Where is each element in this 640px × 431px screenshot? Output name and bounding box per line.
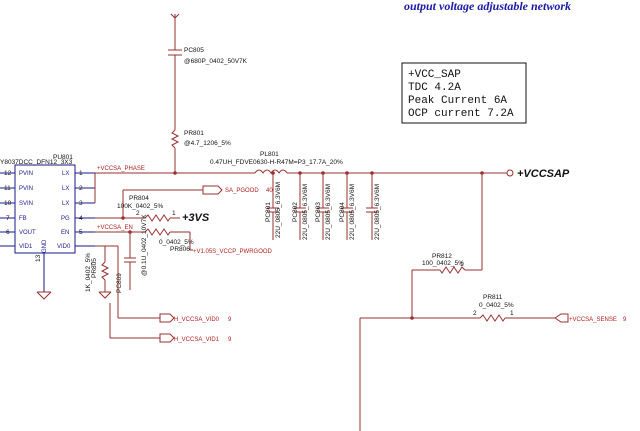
- pc809-value: @0.1U_0402_10V7K: [141, 214, 148, 276]
- pr805-ground-icon: [98, 291, 112, 299]
- vccsa-sense-label: +VCCSA_SENSE: [569, 317, 617, 323]
- vid0-port-icon: [159, 313, 175, 323]
- pl801-ref: PL801: [260, 151, 279, 158]
- pin-name-pvin-1: PVIN: [19, 171, 33, 177]
- vccsap-connector-icon: [506, 169, 514, 177]
- pr811-pin-2: 2: [473, 310, 477, 317]
- pin-name-fb: FB: [19, 216, 27, 222]
- pin-name-vout: VOUT: [19, 230, 36, 236]
- vccsa-spec-note: +VCC_SAP TDC 4.2A Peak Current 6A OCP cu…: [401, 62, 527, 124]
- pin-name-en: EN: [61, 230, 69, 236]
- ic-ground-icon: [36, 291, 52, 300]
- vid1-port-icon: [159, 333, 175, 343]
- cap-value-pc803: 22U_0805_6.3V6M: [325, 184, 332, 240]
- cap-pc803: PC803 22U_0805_6.3V6M: [315, 171, 332, 240]
- pin-name-pg: PG: [61, 216, 70, 222]
- top-arrow-icon: [170, 13, 180, 19]
- ic-ref: PU801: [53, 154, 73, 161]
- vccsap-label: +VCCSAP: [517, 168, 570, 180]
- cap-ref-pc804: PC804: [339, 202, 346, 222]
- pr806-resistor: [144, 228, 171, 236]
- cap-pc804: PC804 22U_0805_6.3V6M: [339, 171, 356, 240]
- ic-part: Y8037DCC_DFN12_3X3: [0, 159, 73, 166]
- cap-pc801: PC801 22U_0805_6.3V6M: [265, 171, 282, 240]
- cap-value-pc804: 22U_0805_6.3V6M: [349, 184, 356, 240]
- pl801-inductor: PL801 0.47UH_FDVE0630-H-R47M=P3_17.7A_20…: [210, 151, 343, 174]
- cap-ref-pc802: PC802: [292, 202, 299, 222]
- vccsa-sense-port-icon: [554, 313, 569, 323]
- pr805-value: 1K_0402_5%: [85, 253, 92, 292]
- pr801-value: @4.7_1206_5%: [184, 140, 231, 147]
- pr812-value: 100_0402_5%: [422, 260, 464, 267]
- pl801-value: 0.47UH_FDVE0630-H-R47M=P3_17.7A_20%: [210, 159, 343, 166]
- pr811-resistor: [479, 314, 506, 322]
- pin-name-lx-1: LX: [62, 171, 69, 177]
- sa-pgood-page: 40: [266, 188, 273, 194]
- snubber-network: PC805 @680P_0402_50V7K PR801 @4.7_1206_5…: [168, 13, 248, 172]
- pr806-value: 0_0402_5%: [159, 239, 194, 246]
- note-line-3: Peak Current 6A: [408, 95, 507, 107]
- pin-name-lx-2: LX: [62, 186, 69, 192]
- pc809-ref: PC809: [116, 273, 123, 293]
- output-capacitor-bank: PC801 22U_0805_6.3V6M PC802 22U_0805_6.3…: [265, 171, 381, 240]
- pin-name-gnd: GND: [42, 239, 48, 253]
- pr804-resistor: [144, 214, 171, 222]
- pu801-ic: PU801 Y8037DCC_DFN12_3X3 PVIN PVIN SVIN …: [0, 154, 95, 300]
- vid1-page: 9: [228, 337, 232, 343]
- note-line-4: OCP current 7.2A: [408, 108, 514, 120]
- note-line-2: TDC 4.2A: [408, 82, 461, 94]
- pin-num-13: 13: [35, 254, 42, 262]
- pr804-pin-2: 2: [136, 210, 140, 217]
- sa-pgood-port-icon: [202, 185, 223, 195]
- pr811-pin-1: 1: [510, 310, 514, 317]
- v105s-pwrgood-label: +V1.05S_VCCP_PWRGOOD: [193, 249, 273, 255]
- pr805-ref: PR805: [91, 258, 98, 278]
- pin-name-svin: SVIN: [19, 201, 33, 207]
- pr801-ref: PR801: [184, 130, 204, 137]
- vid1-label: H_VCCSA_VID1: [174, 337, 220, 343]
- cap-value-pc802: 22U_0805_6.3V6M: [302, 184, 309, 240]
- vid0-page: 9: [228, 317, 232, 323]
- cap-ref-pc803: PC803: [315, 202, 322, 222]
- cap-pc802: PC802 22U_0805_6.3V6M: [292, 171, 309, 240]
- pr804-value: 100K_0402_5%: [117, 203, 163, 210]
- pr812-pin-1: 1: [460, 261, 464, 268]
- pr812-resistor: [439, 266, 466, 274]
- pr811-value: 0_0402_5%: [479, 302, 514, 309]
- cap-pc805-out: 22U_0805_6.3V6M: [366, 171, 381, 240]
- vid0-label: H_VCCSA_VID0: [174, 317, 220, 323]
- pin-name-lx-3: LX: [62, 201, 69, 207]
- pr805-resistor: [100, 261, 110, 281]
- pin-name-vid0: VID0: [57, 244, 71, 250]
- vccsa-sense-page: 9: [623, 317, 627, 323]
- pr804-pin-1: 1: [172, 210, 176, 217]
- pr811-ref: PR811: [483, 294, 503, 301]
- pc805-value: @680P_0402_50V7K: [184, 58, 248, 65]
- sa-pgood-label: SA_PGOOD: [225, 188, 259, 194]
- pc805-ref: PC805: [184, 47, 204, 54]
- vccsa-en-label: +VCCSA_EN: [97, 225, 133, 231]
- note-line-1: +VCC_SAP: [408, 69, 461, 81]
- pin-name-vid1: VID1: [19, 244, 33, 250]
- v3vs-label: +3VS: [182, 212, 210, 224]
- pr804-ref: PR804: [129, 195, 149, 202]
- pr806-ref: PR806: [170, 246, 190, 253]
- pr801-resistor: [170, 129, 180, 149]
- vccsa-phase-label: +VCCSA_PHASE: [97, 166, 145, 172]
- cap-ref-pc801: PC801: [265, 202, 272, 222]
- cap-value-5: 22U_0805_6.3V6M: [374, 184, 381, 240]
- pin-name-pvin-2: PVIN: [19, 186, 33, 192]
- diagram-title: output voltage adjustable network: [404, 0, 571, 13]
- cap-value-pc801: 22U_0805_6.3V6M: [275, 182, 282, 238]
- pr812-ref: PR812: [432, 253, 452, 260]
